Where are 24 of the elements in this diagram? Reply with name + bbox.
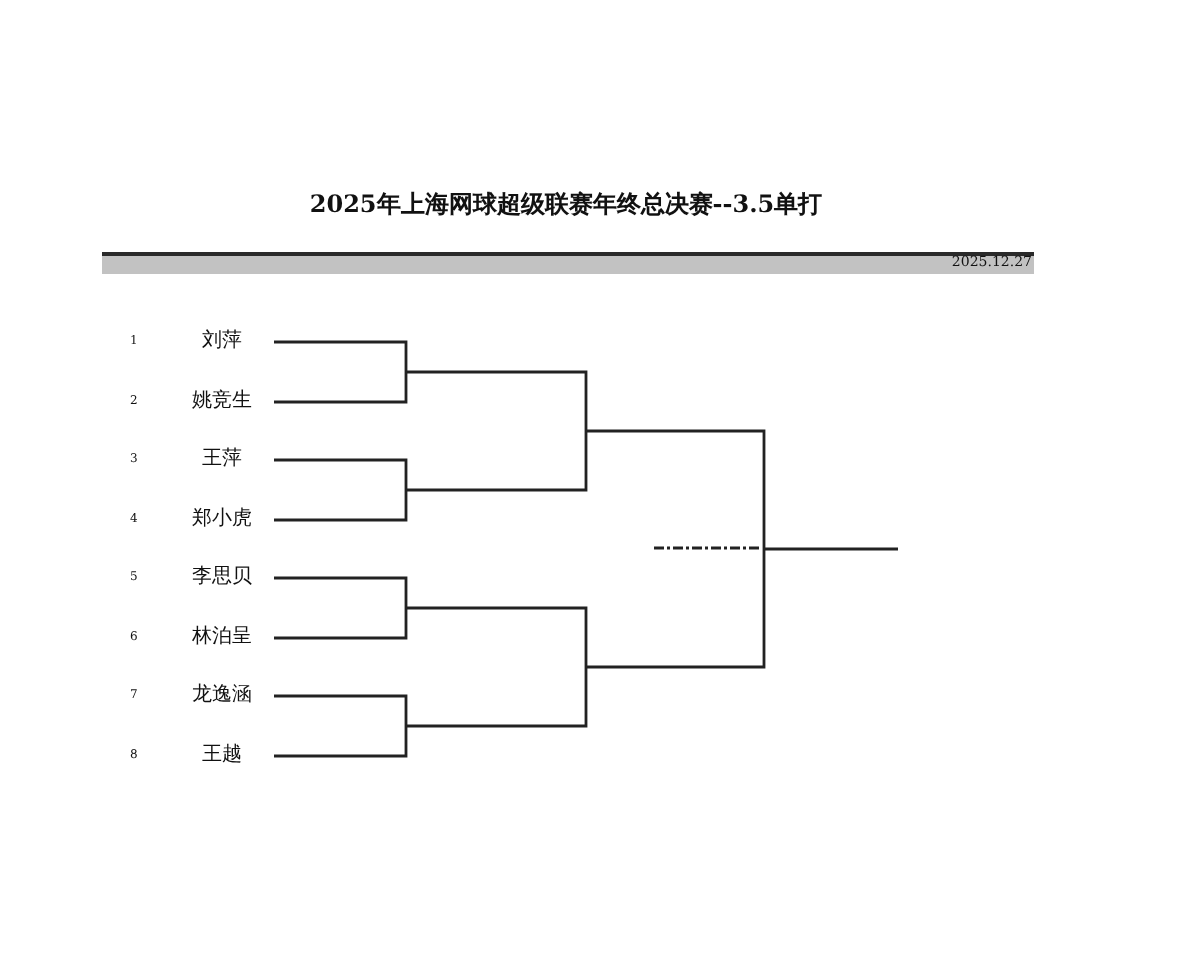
bracket-line xyxy=(586,429,766,549)
bracket-line xyxy=(406,606,588,667)
bracket-line xyxy=(274,726,408,758)
player-name: 姚竞生 xyxy=(192,387,252,416)
player-name: 郑小虎 xyxy=(192,505,252,534)
player-name: 李思贝 xyxy=(192,563,252,592)
bracket-line xyxy=(274,340,408,372)
bracket-line xyxy=(274,490,408,522)
player-name: 刘萍 xyxy=(202,327,242,356)
bracket-line xyxy=(406,431,588,492)
bracket-line xyxy=(764,547,898,551)
bracket-line xyxy=(274,576,408,608)
bracket-line xyxy=(274,694,408,726)
title: 2025年上海网球超级联赛年终总决赛--3.5单打 xyxy=(309,188,823,220)
bracket-line xyxy=(406,667,588,728)
bracket-line xyxy=(274,372,408,404)
player-name: 王越 xyxy=(202,741,242,770)
bracket-line xyxy=(274,608,408,640)
player-name: 龙逸涵 xyxy=(192,681,252,710)
player-name: 林泊呈 xyxy=(192,623,252,652)
bracket-line xyxy=(406,370,588,431)
bracket-line xyxy=(586,549,766,669)
player-name: 王萍 xyxy=(202,445,242,474)
bracket-line xyxy=(274,458,408,490)
